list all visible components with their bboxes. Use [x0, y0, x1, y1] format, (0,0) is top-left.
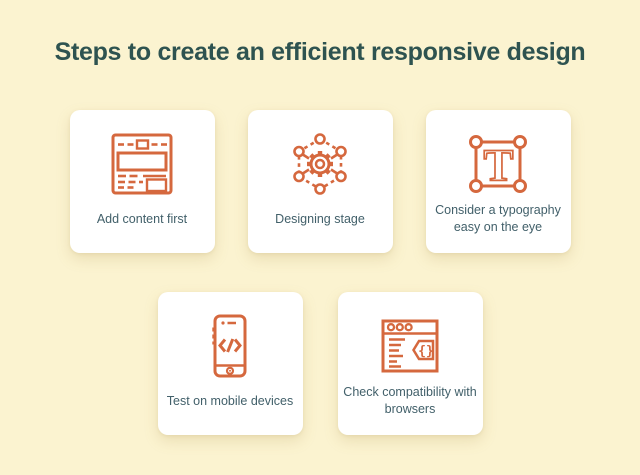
cards-row-top: Add content first [0, 110, 640, 253]
card-test-mobile: Test on mobile devices [157, 292, 303, 435]
browser-code-icon: {} [378, 313, 442, 379]
card-label: Consider a typography easy on the eye [435, 203, 561, 234]
card-designing-stage: Designing stage [247, 110, 393, 253]
card-typography: T Consider a typography easy on the eye [425, 110, 571, 253]
page-title: Steps to create an efficient responsive … [54, 38, 586, 66]
card-label-wrap: Check compatibility with browsers [342, 379, 479, 435]
card-label: Add content first [96, 211, 188, 226]
design-network-gear-icon [288, 131, 352, 197]
webpage-wireframe-icon [110, 131, 174, 197]
typography-frame-icon: T [466, 131, 530, 197]
card-label: Check compatibility with browsers [343, 385, 477, 416]
mobile-code-icon [198, 313, 262, 379]
card-label-wrap: Consider a typography easy on the eye [430, 197, 567, 253]
card-label-wrap: Designing stage [252, 197, 389, 253]
card-label-wrap: Add content first [74, 197, 211, 253]
card-label: Designing stage [275, 211, 365, 226]
svg-text:T: T [483, 141, 513, 191]
card-browser-compatibility: {} Check compatibility with browsers [337, 292, 483, 435]
card-label: Test on mobile devices [166, 393, 294, 408]
cards-row-bottom: Test on mobile devices [0, 292, 640, 435]
svg-text:{}: {} [418, 344, 434, 359]
card-add-content-first: Add content first [69, 110, 215, 253]
card-label-wrap: Test on mobile devices [162, 379, 299, 435]
